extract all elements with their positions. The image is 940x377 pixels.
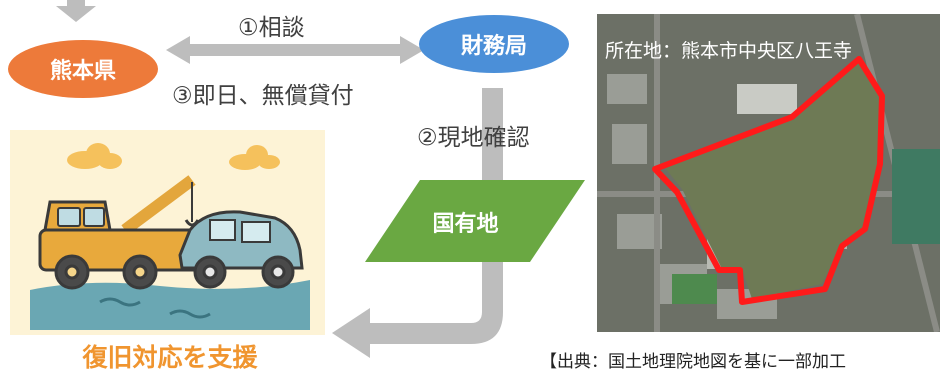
support-caption: 復旧対応を支援 bbox=[82, 343, 258, 372]
aerial-photo bbox=[597, 14, 940, 332]
tow-truck-icon bbox=[30, 143, 310, 330]
zaimukyoku-node: 財務局 bbox=[419, 15, 569, 73]
site-boundary bbox=[652, 56, 885, 305]
site-check-arrow bbox=[332, 88, 503, 358]
double-arrow bbox=[166, 36, 424, 64]
location-caption: 所在地：熊本市中央区八王寺 bbox=[605, 40, 853, 62]
consult-label: ①相談 bbox=[238, 15, 305, 41]
water-icon bbox=[30, 280, 310, 330]
cloud-icon bbox=[67, 143, 280, 170]
kumamoto-node: 熊本県 bbox=[8, 40, 158, 98]
site-check-label: ②現地確認 bbox=[417, 125, 530, 151]
aerial-map bbox=[597, 14, 940, 332]
tow-truck-illustration bbox=[10, 130, 325, 335]
kokuyuchi-label: 国有地 bbox=[432, 212, 499, 237]
incoming-arrow bbox=[56, 0, 96, 22]
kokuyuchi-shape bbox=[365, 180, 585, 262]
source-note: 【出典：国土地理院地図を基に一部加工 bbox=[540, 352, 846, 372]
loan-label: ③即日、無償貸付 bbox=[172, 83, 354, 109]
